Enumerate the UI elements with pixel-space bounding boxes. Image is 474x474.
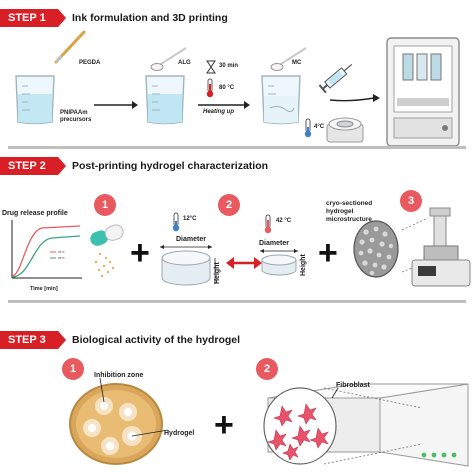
temp-label: 80 °C: [219, 85, 235, 91]
microscope-icon: [401, 207, 471, 287]
centrifuge-icon: [326, 117, 364, 143]
process-arrow-1: [94, 101, 138, 109]
cold-temp-label-2: 12°C: [183, 216, 197, 222]
thermometer-cold-icon-2: [172, 212, 180, 232]
step2-badge: STEP 2: [0, 157, 66, 175]
spatula-icon-2: [270, 47, 307, 71]
time-axis-label: Time [min]: [30, 286, 58, 292]
step1-title: Ink formulation and 3D printing: [72, 12, 228, 24]
plus-sign-1: +: [130, 234, 150, 272]
heating-label: Heating up: [203, 109, 234, 115]
pipette-icon: [54, 30, 86, 64]
legend-item-1: 37°C: [58, 250, 65, 254]
hydrogel-disc-large: [160, 245, 212, 286]
thermometer-cold-icon: [304, 118, 312, 138]
3d-printer-icon: [386, 37, 460, 147]
fibroblast-circle: [263, 387, 337, 465]
cold-temp-label: 4°C: [314, 124, 325, 130]
height-arrow-1: [214, 258, 216, 284]
step3-number-2: 2: [256, 358, 278, 380]
legend-item-2: 25°C: [58, 256, 65, 260]
capsule-icon: [90, 224, 124, 278]
divider-1: [8, 146, 466, 149]
cryo-label: cryo-sectioned hydrogel microstructure: [326, 200, 373, 223]
drug-release-chart: [11, 220, 82, 279]
syringe-icon: [318, 63, 353, 94]
inhibition-pointer: [99, 377, 105, 403]
step3-badge: STEP 3: [0, 331, 66, 349]
step2-number-2: 2: [218, 194, 240, 216]
divider-2: [8, 300, 466, 303]
hydrogel-disc-small: [260, 249, 298, 276]
step2-number-3: 3: [400, 190, 422, 212]
mc-label: MC: [292, 60, 302, 66]
beaker-2: [145, 75, 185, 125]
plus-sign-2: +: [318, 234, 338, 272]
diameter-label-2: Diameter: [259, 240, 289, 247]
process-arrow-3: [330, 94, 380, 102]
hourglass-icon: [206, 60, 216, 74]
inhibition-zone-label: Inhibition zone: [94, 372, 144, 379]
reversible-arrow: [226, 257, 262, 269]
pnipaam-label: PNIPAAm precursors: [60, 110, 92, 123]
fibroblast-label: Fibroblast: [336, 382, 370, 389]
beaker-1: [15, 75, 55, 125]
warm-temp-label: 42 °C: [276, 218, 292, 224]
step2-number-1: 1: [94, 194, 116, 216]
height-label-2: Height: [300, 254, 307, 276]
alg-label: ALG: [178, 60, 191, 66]
step3-title: Biological activity of the hydrogel: [72, 334, 241, 346]
pegda-label: PEGDA: [79, 60, 101, 66]
hydrogel-label: Hydrogel: [164, 430, 195, 437]
drug-release-title: Drug release profile: [2, 210, 68, 217]
step1-badge: STEP 1: [0, 9, 66, 27]
petri-dish: [69, 383, 163, 465]
time-label: 30 min: [219, 63, 239, 69]
diameter-label-1: Diameter: [176, 236, 206, 243]
process-arrow-2: [198, 101, 250, 109]
fibroblast-pointer: [331, 387, 339, 399]
thermometer-hot-icon: [206, 78, 214, 98]
spatula-icon: [150, 47, 187, 71]
microstructure-circle: [353, 220, 399, 278]
plus-sign-3: +: [214, 406, 234, 444]
hydrogel-pointer: [132, 429, 169, 437]
step2-title: Post-printing hydrogel characterization: [72, 160, 269, 172]
thermometer-warm-icon: [264, 214, 272, 234]
beaker-3: [261, 75, 301, 125]
step3-number-1: 1: [62, 358, 84, 380]
